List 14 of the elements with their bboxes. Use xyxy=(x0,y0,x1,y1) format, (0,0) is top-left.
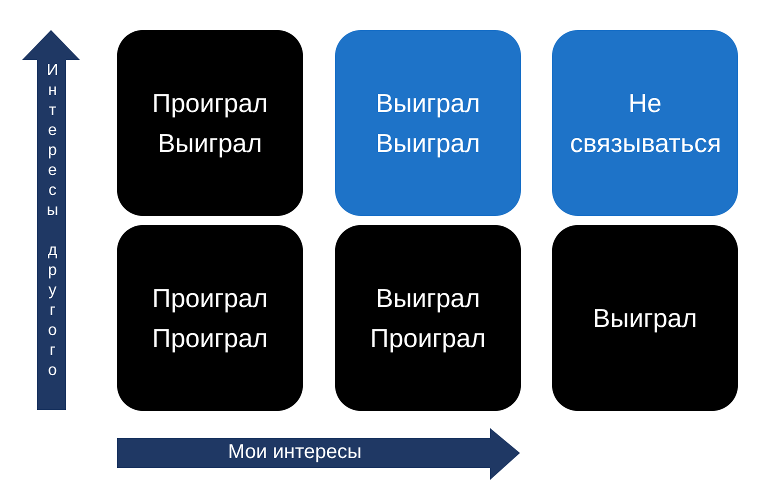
matrix-cell xyxy=(117,30,303,216)
matrix-cell xyxy=(117,225,303,411)
matrix-cell xyxy=(552,225,738,411)
axis-label: Интересы другого xyxy=(43,62,62,382)
axis-label: Мои интересы xyxy=(228,441,362,464)
outcome-text: Выиграл Выиграл xyxy=(374,87,482,160)
outcome-text: Выиграл xyxy=(592,302,698,335)
matrix-cell xyxy=(552,30,738,216)
matrix-cell xyxy=(335,225,521,411)
matrix-cell xyxy=(335,30,521,216)
outcome-text: Выиграл Проиграл xyxy=(369,282,487,355)
outcome-text: Проиграл Выиграл xyxy=(151,87,269,160)
outcome-text: Не связываться xyxy=(570,87,720,160)
outcome-text: Проиграл Проиграл xyxy=(151,282,269,355)
